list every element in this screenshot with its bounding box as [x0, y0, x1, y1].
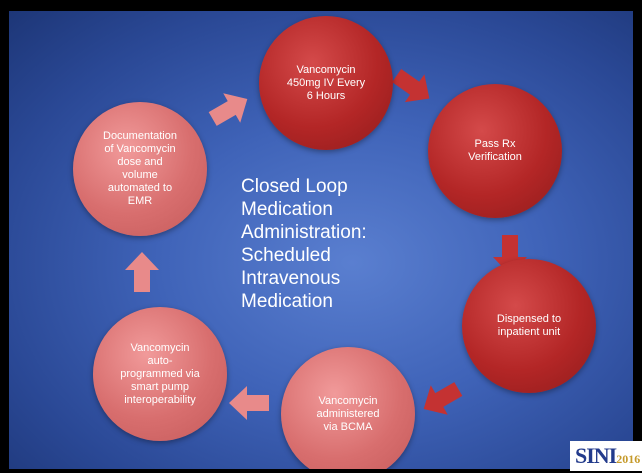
node-administered-via-bcma: Vancomycin administered via BCMA: [281, 347, 415, 469]
cycle-arrows: [125, 68, 527, 420]
arrow-documentation-to-order: [208, 93, 248, 126]
node-administered-via-bcma-label: Vancomycin administered via BCMA: [316, 394, 380, 433]
sini-logo: [570, 441, 642, 471]
node-autoprogrammed-smart-pump: Vancomycin auto- programmed via smart pu…: [93, 307, 227, 441]
arrow-administered-to-autoprogrammed: [229, 386, 269, 420]
node-vancomycin-order: Vancomycin 450mg IV Every 6 Hours: [259, 16, 393, 150]
arrow-autoprogrammed-to-documentation: [125, 252, 159, 292]
node-pass-rx-verification: Pass Rx Verification: [428, 84, 562, 218]
node-dispensed-to-unit-label: Dispensed to inpatient unit: [496, 313, 562, 338]
node-documentation-emr: Documentation of Vancomycin dose and vol…: [73, 102, 207, 236]
diagram-panel: Vancomycin 450mg IV Every 6 Hours Pass R…: [9, 11, 633, 469]
sini-logo-main: SINI: [575, 443, 617, 468]
sini-logo-year: 2016: [616, 452, 641, 466]
node-pass-rx-verification-label: Pass Rx Verification: [468, 138, 522, 163]
arrow-dispensed-to-administered: [423, 382, 463, 415]
node-autoprogrammed-smart-pump-label: Vancomycin auto- programmed via smart pu…: [120, 341, 200, 406]
sini-logo-text: SINI2016: [575, 443, 640, 469]
node-vancomycin-order-label: Vancomycin 450mg IV Every 6 Hours: [286, 63, 366, 102]
arrow-order-to-verification: [392, 68, 430, 103]
diagram-title: Closed Loop Medication Administration: S…: [241, 176, 367, 312]
node-documentation-emr-label: Documentation of Vancomycin dose and vol…: [103, 130, 177, 207]
node-dispensed-to-unit: Dispensed to inpatient unit: [462, 259, 596, 393]
